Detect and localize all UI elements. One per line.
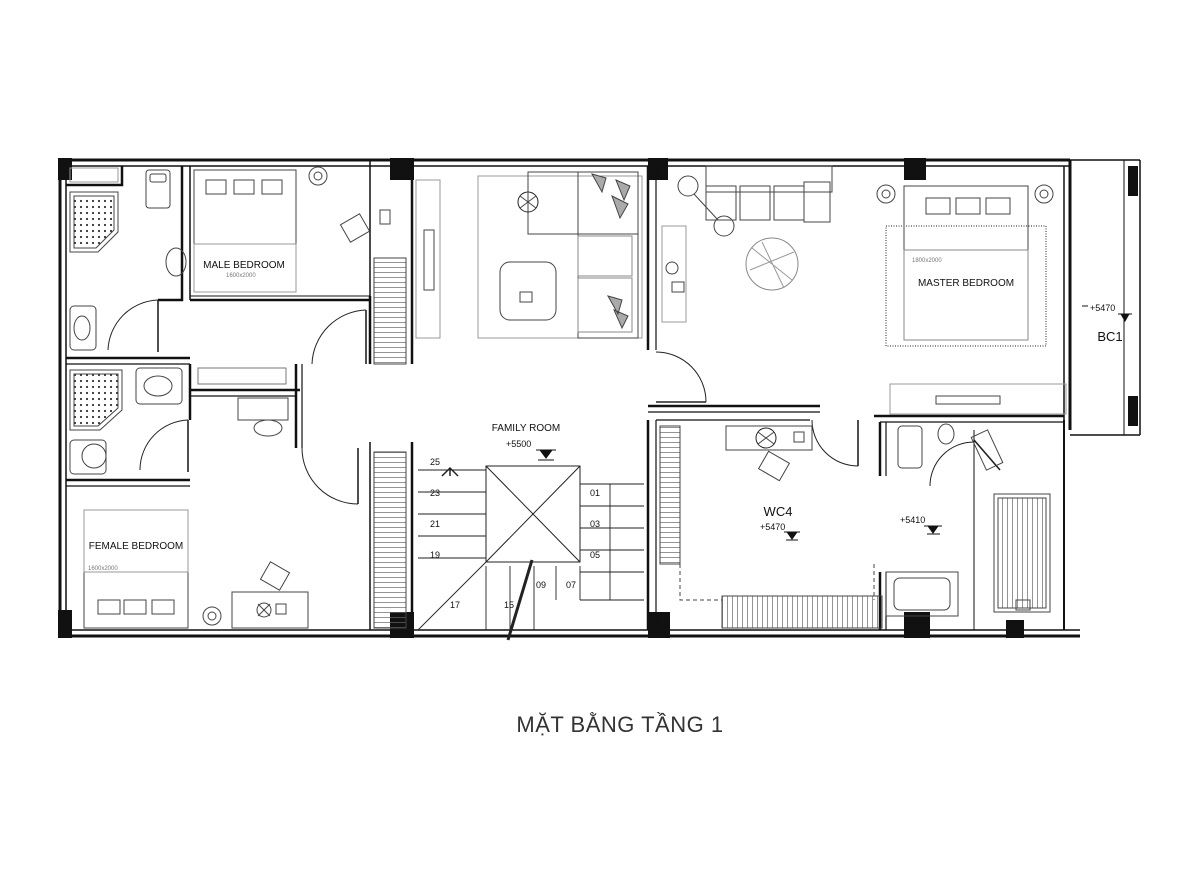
interior-walls xyxy=(66,160,1064,630)
bc1-level-marker xyxy=(1082,305,1132,323)
wc4-area xyxy=(659,425,883,629)
staircase xyxy=(417,465,644,641)
master-bed-size: 1800x2000 xyxy=(912,258,942,264)
stair-step-09: 09 xyxy=(536,580,546,590)
walls xyxy=(58,158,1141,638)
female-bedroom-label: FEMALE BEDROOM xyxy=(89,541,183,552)
level-marker xyxy=(536,449,556,461)
stair-step-15: 15 xyxy=(504,600,514,610)
lower-bathroom xyxy=(69,367,183,475)
female-bedroom xyxy=(83,451,407,629)
master-bedroom xyxy=(661,165,1067,415)
male-bedroom xyxy=(193,166,407,437)
wc4-level-marker xyxy=(784,531,800,541)
columns xyxy=(58,158,1138,638)
master-bedroom-label: MASTER BEDROOM xyxy=(918,278,1014,289)
master-bath xyxy=(885,423,1051,617)
stair-step-25: 25 xyxy=(430,457,440,467)
bath-level: +5410 xyxy=(900,515,925,525)
bc1-label: BC1 xyxy=(1097,329,1122,344)
stair-step-01: 01 xyxy=(590,488,600,498)
male-bedroom-label: MALE BEDROOM xyxy=(203,260,285,271)
wc4-level: +5470 xyxy=(760,522,785,532)
wc4-label: WC4 xyxy=(764,504,793,519)
bath-level-marker xyxy=(924,525,942,535)
stair-step-05: 05 xyxy=(590,550,600,560)
family-room-label: FAMILY ROOM xyxy=(492,423,561,434)
bc1-level: +5470 xyxy=(1090,303,1115,313)
plan-caption: MẶT BẰNG TẦNG 1 xyxy=(516,712,724,737)
stair-step-03: 03 xyxy=(590,519,600,529)
female-bed-size: 1600x2000 xyxy=(88,566,118,572)
family-room-level: +5500 xyxy=(506,439,531,449)
stair-step-23: 23 xyxy=(430,488,440,498)
doors xyxy=(107,299,1001,505)
upper-bathroom xyxy=(69,167,187,351)
male-bed-size: 1600x2000 xyxy=(226,273,256,279)
stair-step-21: 21 xyxy=(430,519,440,529)
stair-step-19: 19 xyxy=(430,550,440,560)
stair-step-07: 07 xyxy=(566,580,576,590)
stair-step-17: 17 xyxy=(450,600,460,610)
family-room xyxy=(415,171,643,339)
